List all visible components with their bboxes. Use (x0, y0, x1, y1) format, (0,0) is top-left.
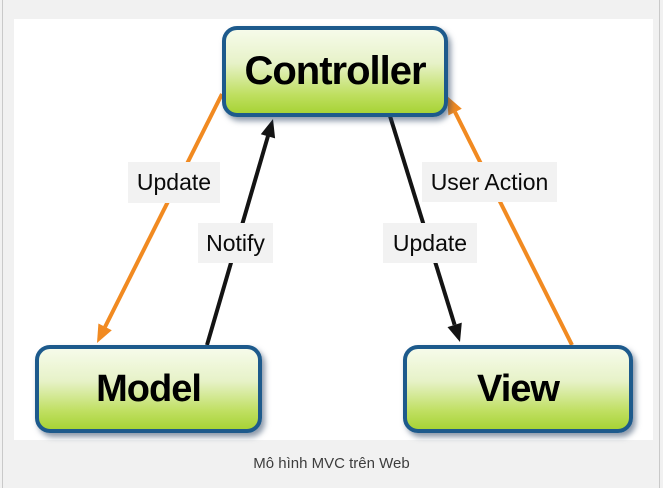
node-controller-label: Controller (244, 49, 426, 93)
edge-label-update-view: Update (383, 223, 477, 263)
edge-label-update-model: Update (128, 162, 220, 203)
figure-caption: Mô hình MVC trên Web (253, 455, 410, 472)
node-model-label: Model (96, 367, 202, 410)
arrow-controller-to-model (97, 93, 224, 343)
node-controller: Controller (222, 26, 448, 117)
node-model: Model (35, 345, 262, 433)
arrow-controller-to-view (388, 115, 462, 342)
node-view-label: View (477, 367, 560, 410)
left-border-line (2, 0, 3, 488)
right-border-line (659, 0, 660, 488)
arrow-view-to-controller (447, 96, 574, 346)
node-view: View (403, 345, 633, 433)
edge-label-notify: Notify (198, 223, 273, 263)
edge-label-user-action: User Action (422, 162, 557, 202)
